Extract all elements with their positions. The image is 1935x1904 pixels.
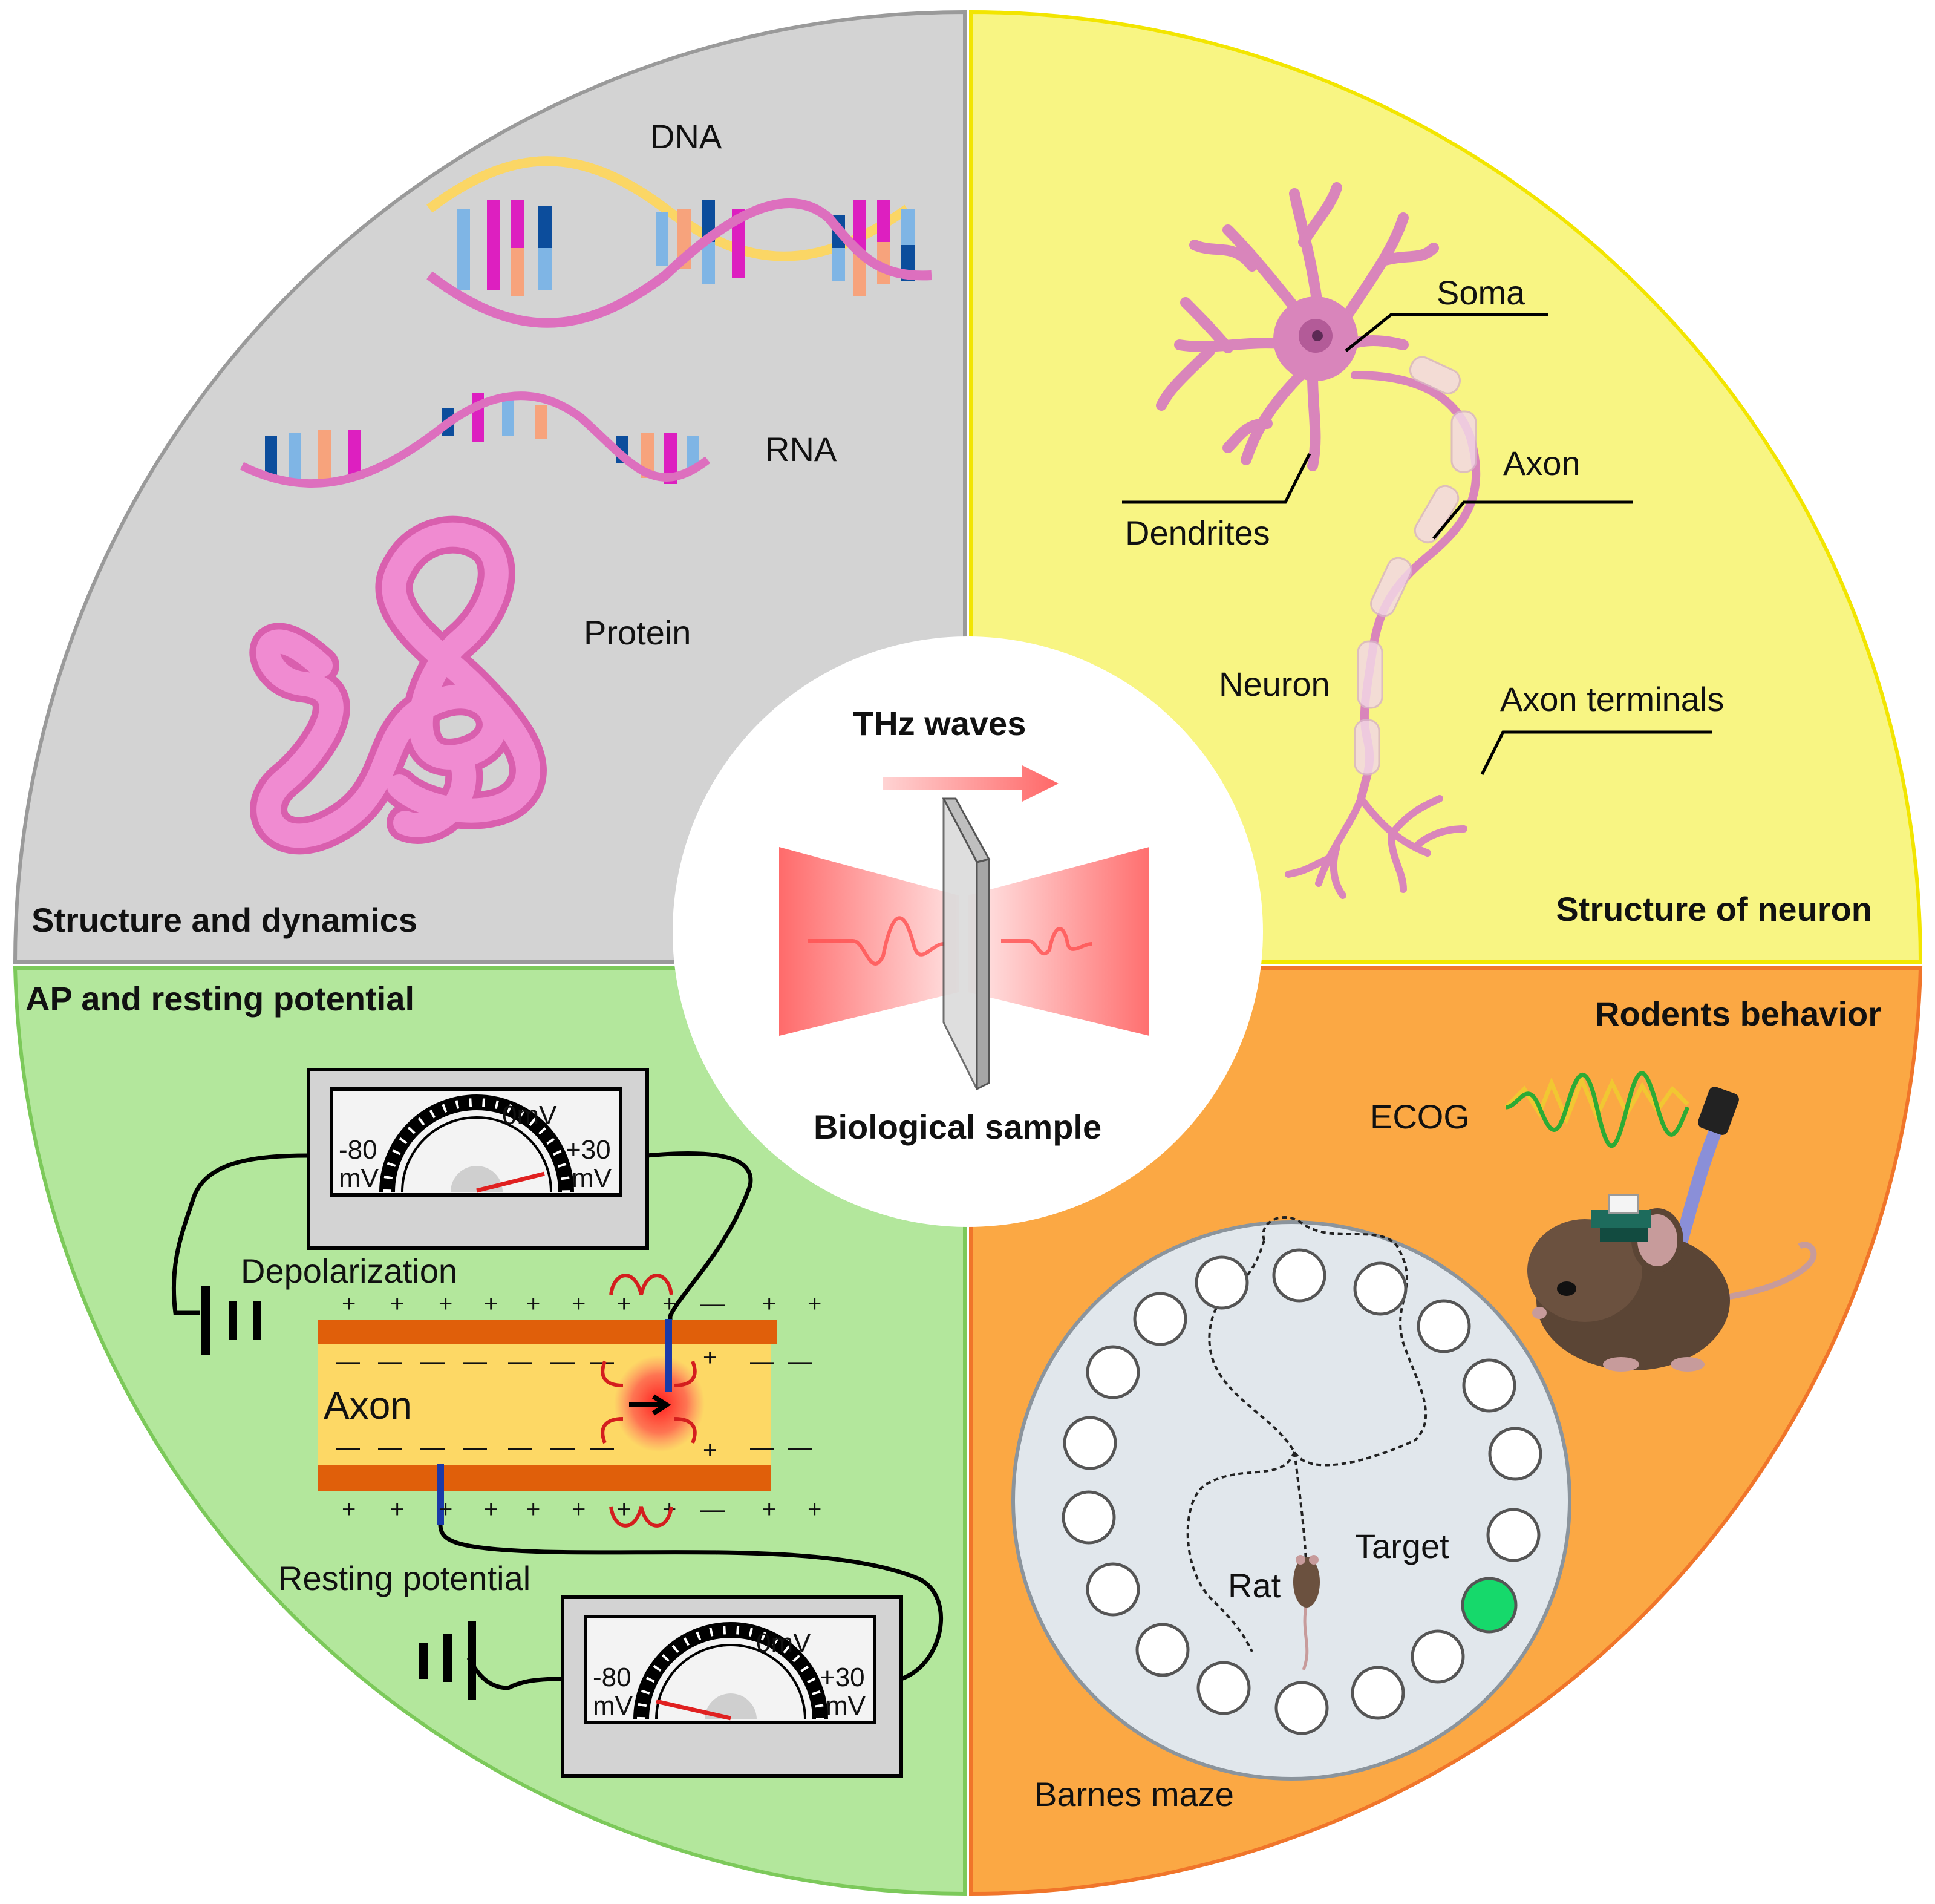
svg-text:+: +: [572, 1496, 586, 1523]
svg-text:+: +: [662, 1291, 676, 1317]
svg-text:+: +: [342, 1496, 356, 1523]
axon-label: Axon: [324, 1384, 412, 1427]
meter-right-value-lower: +30: [820, 1663, 865, 1692]
rat-trajectory: [1186, 1215, 1428, 1652]
meter-right-unit-upper: mV: [572, 1163, 612, 1193]
maze-holes: [1062, 1248, 1542, 1735]
protein-illustration: [249, 515, 547, 855]
meter-left-unit-lower: mV: [593, 1691, 633, 1721]
protein-label: Protein: [584, 613, 691, 652]
mouse-illustration: [1527, 1194, 1817, 1372]
neuron-nucleolus: [1312, 330, 1323, 341]
svg-text:+: +: [808, 1291, 821, 1317]
svg-text:+: +: [439, 1496, 452, 1523]
rna-label: RNA: [765, 430, 837, 468]
svg-text:—: —: [788, 1348, 812, 1375]
svg-text:—: —: [750, 1434, 774, 1461]
neuron-label: Neuron: [1219, 665, 1330, 703]
meter-right-value-upper: +30: [566, 1135, 611, 1165]
svg-text:+: +: [484, 1496, 498, 1523]
ecog-label: ECOG: [1370, 1098, 1470, 1136]
myelin-sheath-segments: [1354, 356, 1477, 776]
quadrant-title-structure-dynamics: Structure and dynamics: [31, 901, 417, 939]
svg-text:+: +: [617, 1496, 631, 1523]
svg-text:—: —: [420, 1434, 445, 1461]
svg-text:—: —: [750, 1348, 774, 1375]
neuron-leader-lines: [1122, 313, 1712, 776]
target-label: Target: [1355, 1527, 1449, 1565]
svg-text:—: —: [550, 1434, 575, 1461]
svg-text:+: +: [390, 1291, 404, 1317]
thz-pulse-incident: [808, 916, 944, 966]
svg-text:+: +: [484, 1291, 498, 1317]
circuit-wires: [171, 1151, 943, 1690]
dna-illustration: [426, 156, 932, 328]
battery-lower: [419, 1621, 476, 1700]
svg-text:—: —: [700, 1496, 725, 1523]
svg-text:—: —: [420, 1348, 445, 1375]
membrane-charge-signs: + + + + + + + + — + + — — — — — — — + — …: [336, 1291, 821, 1523]
svg-text:+: +: [342, 1291, 356, 1317]
thz-beam-transmitted: [968, 847, 1149, 1036]
svg-text:—: —: [378, 1434, 402, 1461]
svg-text:—: —: [508, 1434, 532, 1461]
svg-text:—: —: [463, 1434, 487, 1461]
svg-text:+: +: [526, 1496, 540, 1523]
biological-sample-label: Biological sample: [814, 1108, 1101, 1146]
svg-text:—: —: [508, 1348, 532, 1375]
quadrant-title-rodents-behavior: Rodents behavior: [1595, 995, 1881, 1033]
rna-illustration: [240, 391, 711, 488]
depolarization-label: Depolarization: [241, 1252, 457, 1290]
svg-text:+: +: [572, 1291, 586, 1317]
meter-left-value-lower: -80: [593, 1663, 631, 1692]
svg-text:—: —: [378, 1348, 402, 1375]
svg-text:+: +: [762, 1496, 776, 1523]
target-hole: [1461, 1577, 1518, 1634]
svg-text:+: +: [439, 1291, 452, 1317]
dendrites-label: Dendrites: [1125, 514, 1270, 552]
svg-text:—: —: [336, 1348, 360, 1375]
thz-waves-label: THz waves: [853, 704, 1026, 742]
svg-text:—: —: [336, 1434, 360, 1461]
quadrant-title-ap-resting: AP and resting potential: [25, 980, 414, 1018]
rat-label: Rat: [1228, 1566, 1281, 1605]
quadrant-title-structure-neuron: Structure of neuron: [1556, 890, 1872, 928]
svg-text:—: —: [788, 1434, 812, 1461]
axon-cylinder: [318, 1320, 777, 1491]
soma-label: Soma: [1437, 273, 1525, 312]
svg-text:+: +: [703, 1437, 717, 1464]
axon-terminals-label: Axon terminals: [1500, 680, 1724, 718]
resting-potential-label: Resting potential: [278, 1559, 530, 1597]
thz-beam-incident: [779, 847, 959, 1036]
svg-text:+: +: [808, 1496, 821, 1523]
meter-mid-value-upper: 0mV: [502, 1101, 557, 1130]
battery-upper: [201, 1286, 261, 1355]
voltmeter-depolarization: -80 mV 0mV +30 mV: [307, 1068, 649, 1250]
barnes-maze-label: Barnes maze: [1034, 1775, 1234, 1813]
ion-current-arrows: [601, 1274, 697, 1528]
ecog-electrode-cable: [1663, 1087, 1739, 1265]
rat-icon: [1293, 1555, 1320, 1670]
meter-left-value-upper: -80: [339, 1135, 377, 1165]
thz-pulse-transmitted: [1001, 927, 1092, 956]
thz-direction-arrow: [883, 765, 1059, 802]
biological-sample-slide: [942, 797, 991, 1091]
svg-text:—: —: [700, 1291, 725, 1317]
meter-left-unit-upper: mV: [339, 1163, 379, 1193]
svg-text:+: +: [762, 1291, 776, 1317]
svg-text:+: +: [703, 1344, 717, 1371]
axon-label-neuron: Axon: [1503, 444, 1581, 482]
dna-label: DNA: [650, 117, 722, 155]
svg-text:+: +: [526, 1291, 540, 1317]
meter-right-unit-lower: mV: [826, 1691, 866, 1721]
propagation-arrow: [629, 1394, 671, 1416]
ecog-trace: [1504, 1071, 1690, 1148]
svg-text:—: —: [463, 1348, 487, 1375]
svg-text:+: +: [390, 1496, 404, 1523]
svg-text:—: —: [550, 1348, 575, 1375]
voltmeter-resting: -80 mV 0mV +30 mV: [561, 1595, 903, 1778]
meter-mid-value-lower: 0mV: [756, 1628, 811, 1658]
svg-text:+: +: [617, 1291, 631, 1317]
